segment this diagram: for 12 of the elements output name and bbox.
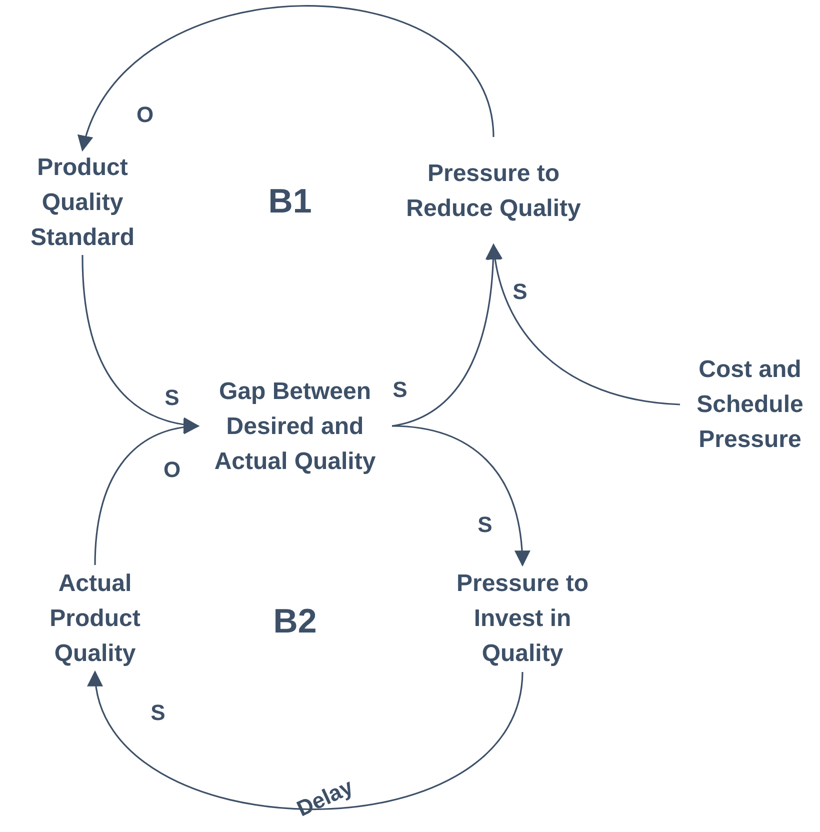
arrow (94, 419, 200, 566)
arrow (487, 243, 680, 406)
node-label: Pressure to Invest in Quality (455, 569, 590, 669)
node-label: Pressure to Reduce Quality (405, 159, 582, 224)
node-label: Product Quality Standard (29, 153, 136, 253)
arrow (90, 670, 524, 810)
node-label: Cost and Schedule Pressure (696, 355, 804, 455)
arrow (392, 425, 530, 567)
node-label: Gap Between Desired and Actual Quality (213, 376, 377, 476)
arrow (80, 5, 494, 152)
delay-label: Delay (292, 774, 358, 822)
node-label: Actual Product Quality (48, 569, 142, 669)
